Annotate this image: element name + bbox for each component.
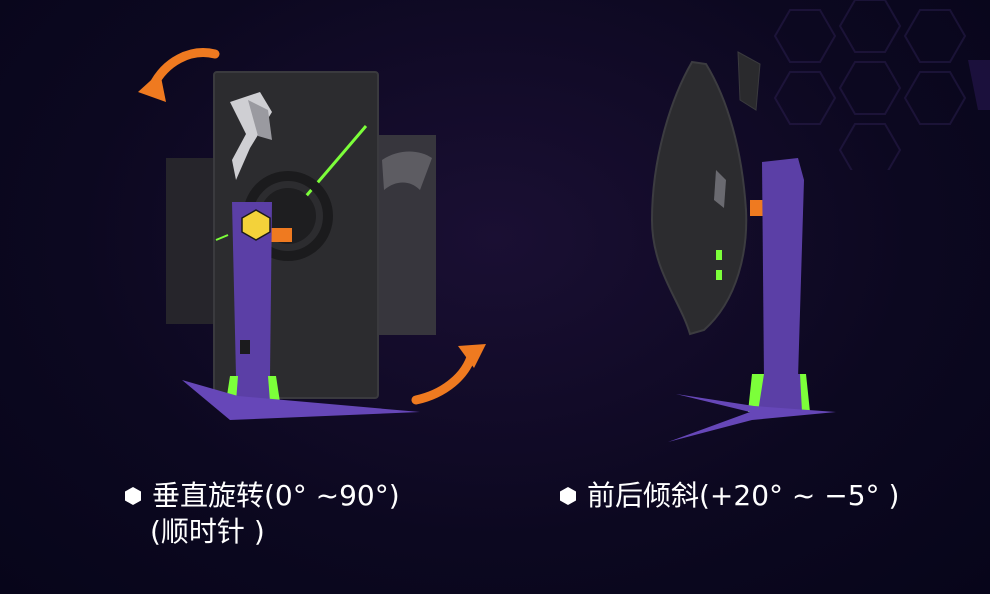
stand-column [232, 202, 272, 376]
tilt-illustration [650, 51, 836, 442]
hex-pattern-background [773, 0, 990, 170]
stand-base [668, 394, 836, 442]
monitor-ghost-left [166, 158, 216, 324]
curved-arrow-ccw-icon [138, 48, 220, 102]
rog-logo-icon [230, 92, 272, 180]
stand-column [762, 158, 804, 380]
caption-pivot-line2: (顺时针 ) [150, 515, 265, 548]
stand-base [182, 380, 420, 420]
hexagon-bullet-icon [125, 487, 141, 505]
monitor-side-view [650, 60, 748, 336]
monitor-ghost-tilted [737, 51, 761, 111]
caption-pivot: 垂直旋转(0° ~90°) (顺时针 ) [124, 478, 400, 550]
curved-arrow-cw-icon [411, 344, 486, 405]
pivot-rotation-illustration [138, 48, 486, 420]
caption-tilt-line1: 前后倾斜(+20° ~ −5° ) [587, 479, 900, 512]
caption-pivot-line1: 垂直旋转(0° ~90°) [152, 479, 400, 512]
hexagon-bullet-icon [560, 487, 576, 505]
caption-tilt: 前后倾斜(+20° ~ −5° ) [559, 478, 899, 514]
